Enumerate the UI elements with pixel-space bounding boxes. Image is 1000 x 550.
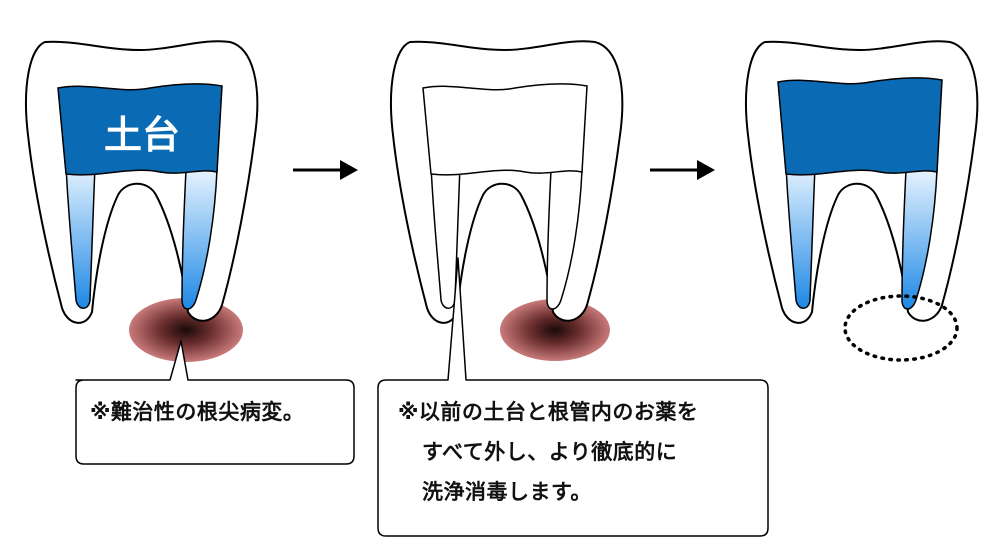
callout-text-lesion: ※難治性の根尖病変。 bbox=[90, 392, 304, 432]
empty-core-cavity bbox=[422, 83, 588, 176]
tooth-after bbox=[745, 40, 979, 362]
arrow-right-icon bbox=[293, 160, 358, 180]
tooth-cleaning bbox=[390, 40, 624, 361]
callout-line: ※難治性の根尖病変。 bbox=[90, 400, 305, 424]
root-canal-right-empty bbox=[546, 169, 583, 310]
callout-line: すべて外し、より徹底的に bbox=[422, 440, 678, 464]
arrow-right-icon bbox=[650, 160, 715, 180]
root-canal-left bbox=[65, 164, 96, 309]
root-canal-right bbox=[901, 169, 938, 310]
core-label: 土台 bbox=[104, 113, 180, 157]
tooth-before: 土台 bbox=[25, 40, 259, 362]
root-canal-left bbox=[785, 164, 816, 309]
callout-box-cleaning bbox=[377, 257, 769, 537]
new-core bbox=[777, 77, 943, 176]
callout-line: ※以前の土台と根管内のお薬を bbox=[398, 400, 699, 424]
tooth-outline bbox=[25, 40, 259, 324]
callout-box-lesion bbox=[75, 340, 355, 465]
post-core bbox=[57, 83, 223, 176]
tooth-outline bbox=[390, 40, 624, 324]
callout-text-cleaning: ※以前の土台と根管内のお薬を すべて外し、より徹底的に 洗浄消毒します。 bbox=[398, 392, 698, 512]
healed-lesion-outline bbox=[843, 294, 959, 362]
callout-line: 洗浄消毒します。 bbox=[422, 480, 592, 504]
root-canal-right bbox=[181, 169, 218, 310]
